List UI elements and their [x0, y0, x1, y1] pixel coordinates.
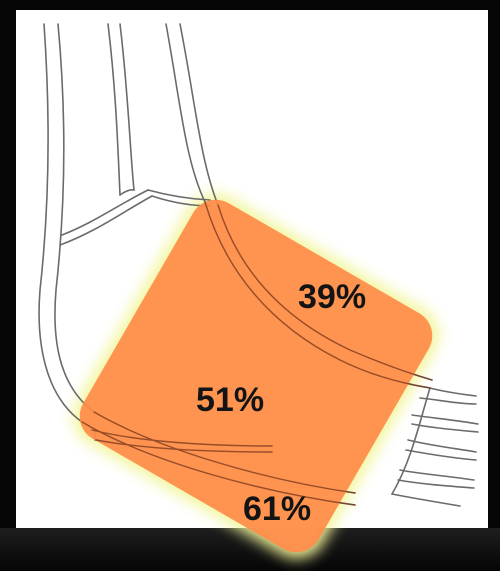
middle-region-percent: 51% [196, 383, 264, 417]
lower-region-percent: 61% [243, 492, 311, 526]
upper-region-percent: 39% [298, 280, 366, 314]
